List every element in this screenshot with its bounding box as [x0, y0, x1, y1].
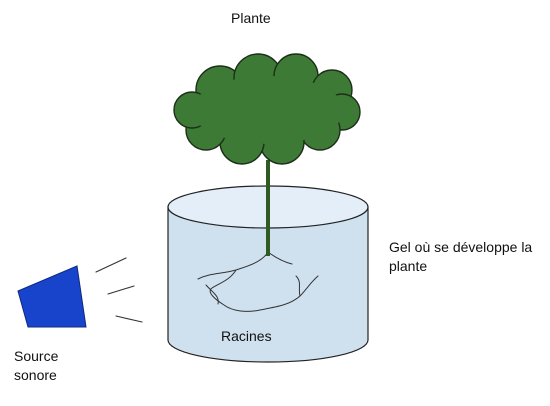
plant-label: Plante	[231, 9, 271, 28]
gel-label-line-1: Gel où se développe la	[389, 239, 533, 255]
roots-label-text: Racines	[221, 328, 272, 344]
sound-source-label-line-2: sonore	[14, 367, 57, 383]
gel-label: Gel où se développe la plante	[389, 238, 532, 276]
plant-foliage	[173, 53, 361, 165]
sound-waves	[95, 257, 143, 323]
sound-source-label-line-1: Source	[14, 348, 59, 364]
plant-stem	[266, 160, 270, 256]
sound-source-speaker	[17, 265, 87, 328]
container-body	[167, 206, 369, 363]
gel-label-line-2: plante	[389, 258, 428, 274]
roots-label: Racines	[221, 327, 272, 346]
plant-roots	[197, 251, 319, 312]
plant-label-text: Plante	[231, 10, 271, 26]
sound-source-label: Source sonore	[14, 347, 58, 385]
